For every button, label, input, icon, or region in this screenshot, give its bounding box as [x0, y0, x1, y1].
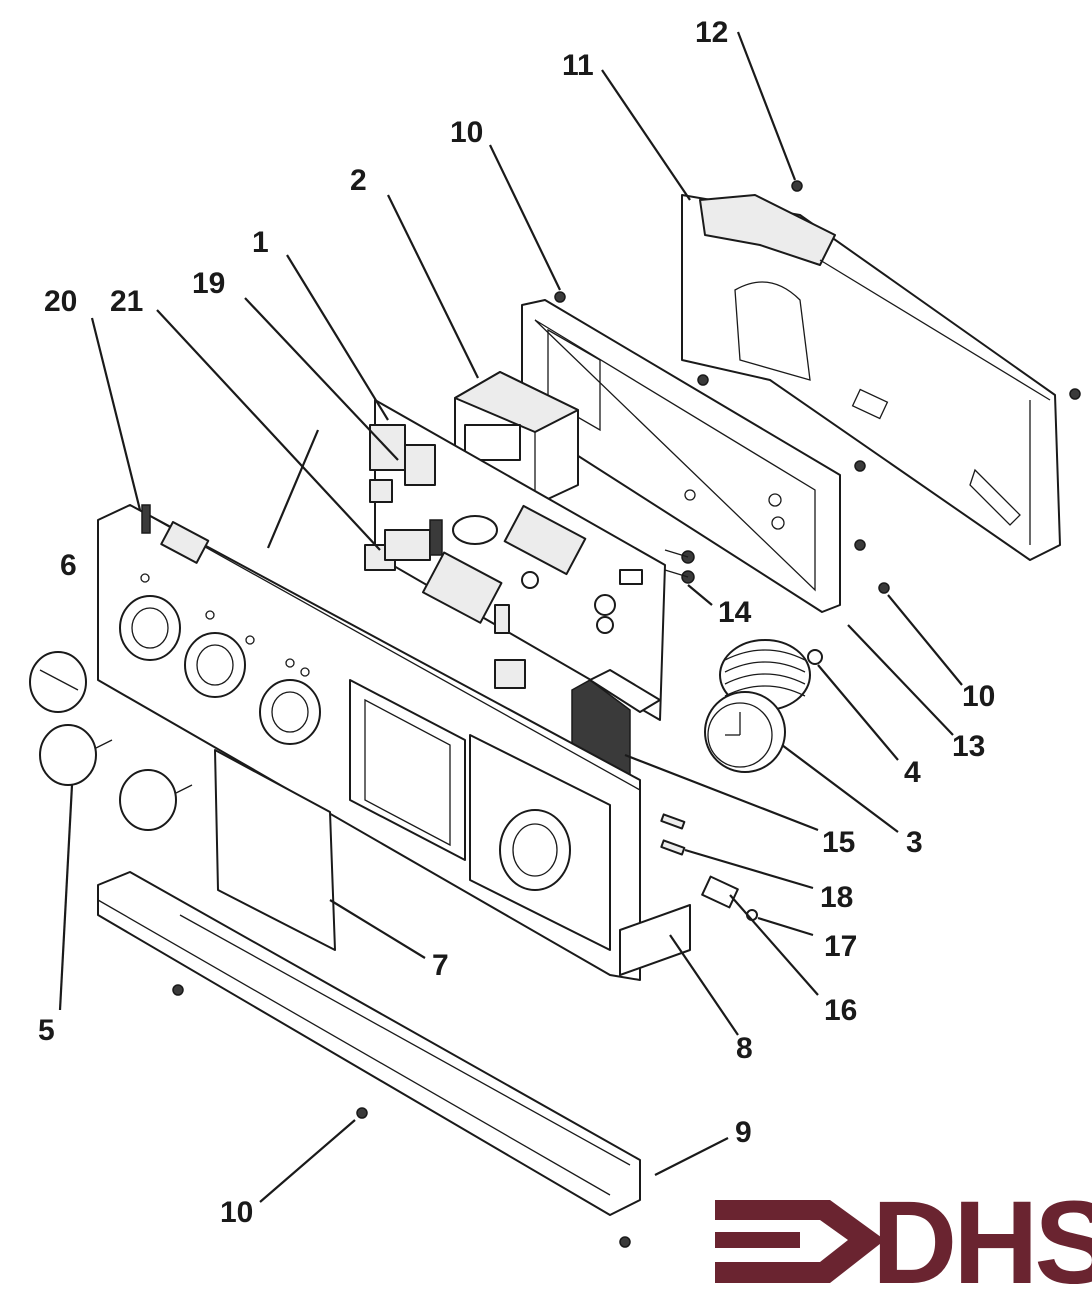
- bottom-trim-part-9: [97, 871, 641, 1216]
- callout-16: 16: [824, 994, 857, 1027]
- callout-21: 21: [110, 285, 143, 318]
- rear-housing-part-11: [681, 194, 1061, 561]
- callout-10-top: 10: [450, 116, 483, 149]
- callouts: 12 11 10 2 1 19 20 21 6 14 10 13 4 15 3 …: [38, 16, 995, 1229]
- callout-15: 15: [822, 826, 855, 859]
- callout-10-right: 10: [962, 680, 995, 713]
- callout-14: 14: [718, 596, 752, 629]
- callout-5: 5: [38, 1014, 55, 1047]
- callout-8: 8: [736, 1032, 753, 1065]
- callout-7: 7: [432, 949, 449, 982]
- callout-20: 20: [44, 285, 77, 318]
- callout-9: 9: [735, 1116, 752, 1149]
- bracket-part-8: [619, 904, 691, 976]
- wire-part-19: [266, 429, 320, 549]
- front-panel: [97, 504, 641, 981]
- callout-10-bottom: 10: [220, 1196, 253, 1229]
- callout-1: 1: [252, 226, 269, 259]
- cover-plate-part-7: [214, 749, 336, 951]
- pin-parts-16-17-18: [660, 813, 758, 921]
- callout-12: 12: [695, 16, 728, 49]
- callout-11: 11: [562, 49, 594, 82]
- knobs-parts-5-6: [29, 651, 193, 831]
- leader-lines: [58, 31, 963, 1203]
- callout-18: 18: [820, 881, 853, 914]
- washer-part-4: [807, 649, 823, 665]
- pressure-gauge-part-3: [704, 639, 811, 773]
- callout-2: 2: [350, 164, 367, 197]
- callout-13: 13: [952, 730, 985, 763]
- callout-3: 3: [906, 826, 923, 859]
- dhs-logo: DHS: [715, 1177, 1092, 1308]
- callout-4: 4: [904, 756, 921, 789]
- board-screws-part-14: [664, 549, 695, 584]
- callout-6: 6: [60, 549, 77, 582]
- callout-19: 19: [192, 267, 225, 300]
- screws: [141, 180, 1081, 1248]
- logo-text: DHS: [872, 1177, 1092, 1303]
- callout-17: 17: [824, 930, 857, 963]
- circuit-board-part-1: [364, 399, 666, 721]
